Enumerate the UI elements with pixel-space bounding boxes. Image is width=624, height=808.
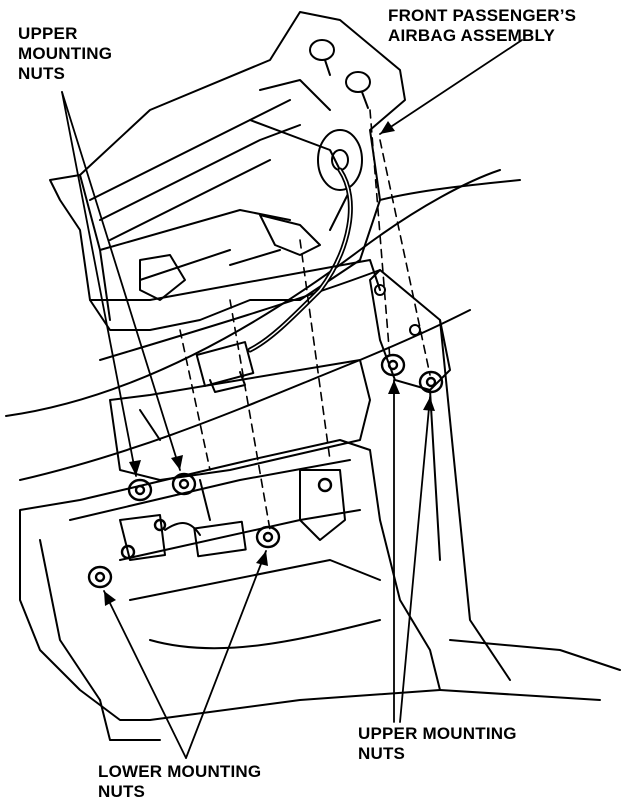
front-passenger-airbag-label: FRONT PASSENGER’S AIRBAG ASSEMBLY	[388, 6, 576, 46]
label-line: MOUNTING	[18, 44, 113, 63]
lower-panel	[19, 439, 621, 741]
lower-nut-2	[255, 525, 281, 549]
upper-nut-right-2	[418, 370, 444, 394]
label-line: LOWER MOUNTING	[98, 762, 262, 781]
leader-lower-2	[185, 550, 267, 759]
leader-lower-1	[103, 590, 187, 759]
label-line: AIRBAG ASSEMBLY	[388, 26, 556, 45]
upper-mounting-nuts-label-left: UPPER MOUNTING NUTS	[18, 24, 112, 84]
mounting-nuts	[87, 353, 444, 589]
wire-harness	[139, 167, 353, 393]
airbag-housing	[49, 11, 406, 331]
arrow-heads	[104, 121, 435, 606]
upper-mounting-nuts-label-right: UPPER MOUNTING NUTS	[358, 724, 517, 764]
label-line: UPPER MOUNTING	[358, 724, 517, 743]
leader-upper-right-2	[399, 396, 431, 723]
lower-mounting-nuts-label: LOWER MOUNTING NUTS	[98, 762, 261, 802]
label-line: FRONT PASSENGER’S	[388, 6, 577, 25]
leader-arrows	[61, 39, 523, 759]
label-line: NUTS	[18, 64, 66, 83]
upper-nut-left-1	[127, 478, 153, 502]
right-bracket	[369, 269, 511, 681]
upper-nut-left-2	[171, 472, 197, 496]
leader-upper-left-1	[61, 91, 137, 477]
dashboard-outline	[5, 169, 521, 481]
leader-upper-left-2	[61, 91, 181, 471]
alignment-dashes	[179, 109, 431, 531]
label-line: NUTS	[358, 744, 406, 763]
label-line: UPPER	[18, 24, 78, 43]
upper-nut-right-1	[380, 353, 406, 377]
leader-airbag	[379, 39, 523, 135]
label-line: NUTS	[98, 782, 146, 801]
middle-panel	[89, 259, 381, 481]
lower-nut-1	[87, 565, 113, 589]
